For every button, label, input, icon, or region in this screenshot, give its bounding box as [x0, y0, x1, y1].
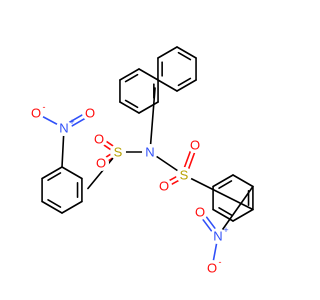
left-benzene-ring-bond: [41, 200, 63, 214]
atom-label: O: [195, 205, 205, 220]
naphthalene-ring-a-inner-bond: [124, 99, 139, 109]
atom-label-background: [110, 144, 126, 160]
atom-label: O: [159, 179, 169, 194]
n-aryl-bond: [149, 87, 156, 153]
atom-label-background: [28, 105, 44, 121]
atom-label-background: [82, 105, 98, 121]
left-benzene-ring-bond: [41, 166, 63, 180]
c-n-bond: [217, 185, 254, 237]
naphthalene-ring-b-bond: [157, 79, 178, 92]
atom-label: O: [207, 261, 217, 276]
naphthalene-ring-b-inner-bond: [177, 51, 192, 61]
left-benzene-ring-bond: [61, 200, 83, 214]
right-benzene-ring-inner-bond: [218, 180, 233, 189]
atom-label: O: [190, 138, 200, 153]
naphthalene-ring-a-bond: [119, 101, 140, 114]
atom-charge: -: [43, 102, 46, 112]
atom-label-background: [210, 228, 226, 244]
right-benzene-ring-bond: [232, 208, 254, 222]
atom-label: N: [59, 121, 68, 136]
atom-label-background: [142, 144, 158, 160]
atom-label-background: [93, 155, 109, 171]
atom-label-background: [204, 260, 220, 276]
atom-label-background: [156, 178, 172, 194]
atom-label: O: [31, 106, 41, 121]
right-benzene-ring-inner-bond: [218, 207, 233, 216]
naphthalene-ring-a-bond: [138, 68, 159, 81]
atom-label: O: [85, 106, 95, 121]
atom-label: S: [114, 145, 123, 160]
atom-charge: +: [69, 117, 74, 127]
atom-label-background: [176, 167, 192, 183]
atom-label: N: [213, 229, 222, 244]
naphthalene-ring-b-bond: [176, 46, 197, 59]
naphthalene-ring-a-bond: [138, 101, 159, 114]
naphthalene-ring-a-bond: [119, 68, 140, 81]
atom-charge: +: [223, 225, 228, 235]
left-benzene-ring-inner-bond: [47, 199, 62, 208]
atom-charge: -: [219, 257, 222, 267]
naphthalene-ring-b-bond: [176, 79, 197, 92]
atom-label-background: [91, 131, 107, 147]
atom-label-background: [192, 204, 208, 220]
atom-label-background: [187, 137, 203, 153]
atom-label: N: [145, 145, 154, 160]
left-benzene-ring-inner-bond: [47, 172, 62, 181]
atom-label: S: [180, 168, 189, 183]
atom-label: O: [94, 132, 104, 147]
left-benzene-ring-bond: [61, 166, 83, 180]
naphthalene-ring-a-inner-bond: [124, 73, 139, 83]
naphthalene-ring-b-bond: [157, 46, 178, 59]
right-benzene-ring-bond: [232, 174, 254, 188]
right-benzene-ring-bond: [212, 174, 234, 188]
naphthalene-ring-b-inner-bond: [177, 77, 192, 87]
atom-label-background: [56, 120, 72, 136]
atom-label: O: [96, 156, 106, 171]
